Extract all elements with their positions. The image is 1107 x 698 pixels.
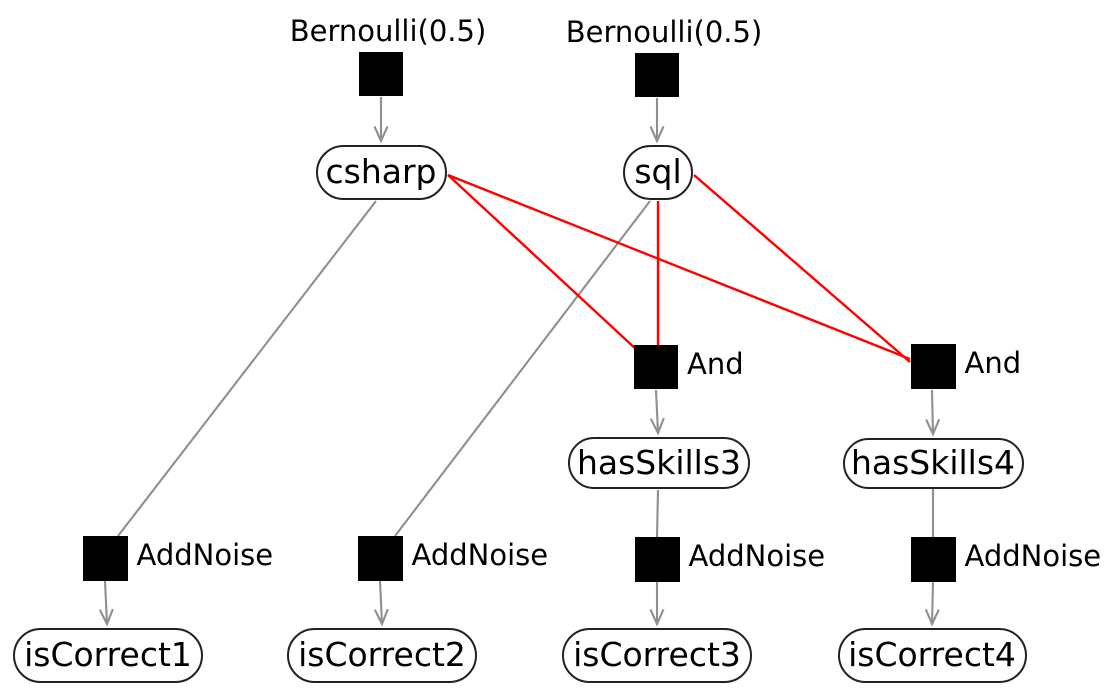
variable-node-sql: sql bbox=[623, 144, 693, 200]
factor-label-bernoulli-csharp: Bernoulli(0.5) bbox=[289, 14, 487, 48]
variable-node-isCorrect4: isCorrect4 bbox=[837, 627, 1027, 683]
factor-label-bernoulli-sql: Bernoulli(0.5) bbox=[565, 15, 763, 49]
edge-and3-to-hasSkills3 bbox=[654, 389, 660, 434]
variable-node-isCorrect2: isCorrect2 bbox=[287, 627, 477, 683]
edge-csharp-to-addnoise1 bbox=[117, 200, 377, 537]
arrowhead-addnoise1-to-isCorrect1 bbox=[98, 608, 114, 627]
factor-node-bernoulli-csharp bbox=[359, 52, 403, 96]
factor-node-addnoise2 bbox=[357, 535, 403, 581]
variable-label-csharp: csharp bbox=[325, 151, 437, 191]
variable-label-isCorrect2: isCorrect2 bbox=[298, 634, 466, 674]
arrowhead-addnoise3-to-isCorrect3 bbox=[649, 608, 665, 627]
arrowhead-bernoulli1-to-csharp bbox=[373, 125, 389, 144]
arrowhead-bernoulli2-to-sql bbox=[649, 125, 665, 144]
variable-label-hasSkills3: hasSkills3 bbox=[576, 442, 742, 482]
edge-hasSkills3-to-addnoise3 bbox=[655, 489, 660, 538]
variable-node-hasSkills3: hasSkills3 bbox=[568, 437, 750, 489]
variable-label-isCorrect3: isCorrect3 bbox=[573, 634, 741, 674]
factor-label-and4: And bbox=[964, 346, 1022, 380]
arrowhead-and4-to-hasSkills4 bbox=[925, 418, 941, 437]
variable-node-isCorrect1: isCorrect1 bbox=[13, 627, 203, 683]
variable-node-hasSkills4: hasSkills4 bbox=[842, 437, 1024, 489]
factor-label-addnoise1: AddNoise bbox=[136, 538, 274, 572]
factor-node-and3 bbox=[634, 345, 678, 389]
edge-csharp-to-and4 bbox=[447, 173, 911, 361]
arrowhead-addnoise2-to-isCorrect2 bbox=[373, 608, 389, 627]
edge-sql-to-and4 bbox=[693, 174, 911, 363]
factor-node-addnoise4 bbox=[910, 536, 956, 582]
variable-label-isCorrect1: isCorrect1 bbox=[24, 634, 192, 674]
variable-node-csharp: csharp bbox=[315, 144, 447, 200]
arrowhead-and3-to-hasSkills3 bbox=[649, 417, 665, 436]
factor-node-addnoise1 bbox=[82, 535, 128, 581]
edge-csharp-to-and3 bbox=[447, 174, 638, 351]
arrowhead-addnoise4-to-isCorrect4 bbox=[924, 608, 940, 627]
edge-and4-to-hasSkills4 bbox=[930, 389, 935, 435]
factor-node-addnoise3 bbox=[634, 536, 680, 582]
factor-node-and4 bbox=[910, 343, 956, 389]
edge-addnoise2-to-isCorrect2 bbox=[378, 580, 384, 625]
variable-label-isCorrect4: isCorrect4 bbox=[848, 634, 1016, 674]
variable-label-hasSkills4: hasSkills4 bbox=[850, 442, 1016, 482]
factor-label-addnoise3: AddNoise bbox=[688, 539, 826, 573]
factor-node-bernoulli-sql bbox=[635, 53, 679, 97]
edge-sql-to-addnoise2 bbox=[394, 200, 651, 537]
edge-addnoise4-to-isCorrect4 bbox=[930, 581, 935, 625]
variable-node-isCorrect3: isCorrect3 bbox=[562, 627, 752, 683]
factor-label-addnoise4: AddNoise bbox=[964, 539, 1102, 573]
factor-label-addnoise2: AddNoise bbox=[411, 538, 549, 572]
variable-label-sql: sql bbox=[634, 151, 682, 191]
factor-label-and3: And bbox=[687, 347, 744, 381]
edge-addnoise1-to-isCorrect1 bbox=[103, 580, 109, 625]
